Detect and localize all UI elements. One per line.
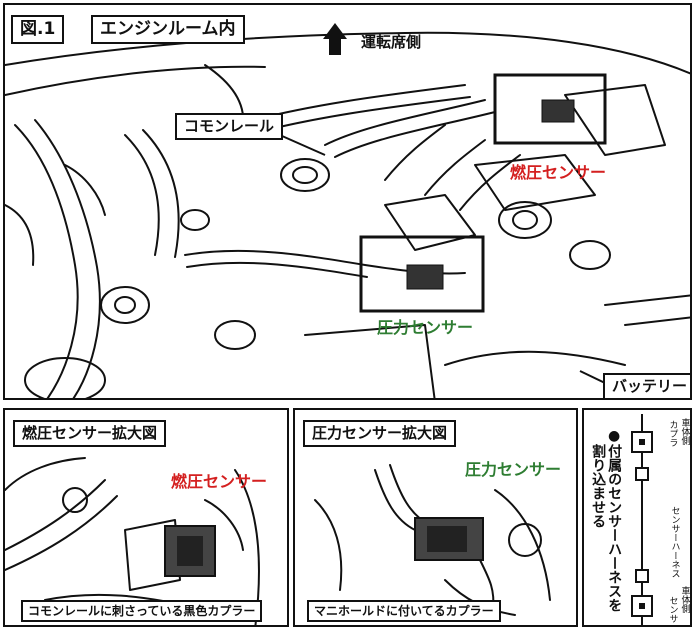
pressure-sensor-label: 圧力センサー bbox=[377, 318, 474, 337]
common-rail-label: コモンレール bbox=[175, 113, 284, 140]
driver-side-label: 運転席側 bbox=[361, 33, 422, 51]
fuel-pressure-zoom-panel: 燃圧センサー拡大図 燃圧センサー コモンレールに刺さっている黒色カプラー bbox=[3, 408, 289, 627]
pressure-zoom-title: 圧力センサー拡大図 bbox=[303, 420, 457, 447]
body-side-coupler-label: 車体側 bbox=[679, 418, 690, 445]
fuel-pressure-sensor-label: 燃圧センサー bbox=[510, 163, 607, 182]
arrow-up-icon bbox=[323, 23, 347, 55]
body-side-bottom-label: 車体側 bbox=[679, 586, 690, 613]
sensor-bottom-label: センサ bbox=[667, 596, 678, 623]
fuel-zoom-caption: コモンレールに刺さっている黒色カプラー bbox=[21, 600, 263, 622]
pressure-zoom-sensor-label: 圧力センサー bbox=[465, 460, 562, 479]
fuel-sensor-closeup-illustration bbox=[5, 457, 260, 625]
engine-room-panel: 図.1 エンジンルーム内 運転席側 コモンレール 燃圧センサー 圧力センサー バ… bbox=[3, 3, 692, 400]
sensor-harness-label: センサーハーネス bbox=[669, 506, 680, 578]
harness-diagram-panel: ●付属のセンサーハーネスを 割り込ませる 車体側 カプラ センサーハーネス 車体… bbox=[582, 408, 692, 627]
harness-schematic bbox=[631, 414, 653, 625]
pressure-zoom-panel: 圧力センサー拡大図 圧力センサー マニホールドに付いてるカプラー bbox=[293, 408, 578, 627]
engine-room-illustration bbox=[5, 23, 690, 398]
engine-room-title: エンジンルーム内 bbox=[91, 15, 245, 44]
harness-instruction-line2: 割り込ませる bbox=[590, 444, 607, 528]
body-side-coupler-sub-label: カプラ bbox=[667, 420, 678, 447]
fuel-zoom-title: 燃圧センサー拡大図 bbox=[13, 420, 167, 447]
fuel-zoom-sensor-label: 燃圧センサー bbox=[171, 472, 268, 491]
battery-label: バッテリー bbox=[603, 373, 690, 398]
harness-instruction-line1: ●付属のセンサーハーネスを bbox=[606, 428, 623, 612]
figure-number-label: 図.1 bbox=[11, 15, 65, 44]
pressure-zoom-caption: マニホールドに付いてるカプラー bbox=[307, 600, 501, 622]
